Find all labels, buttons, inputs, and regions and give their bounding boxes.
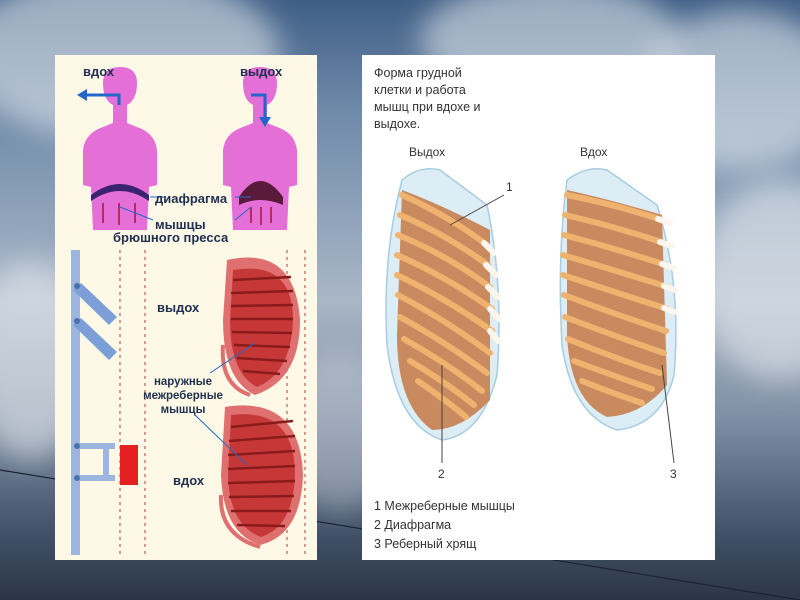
ribcage-inhale: [218, 405, 303, 549]
legend-item: 2 Диафрагма: [374, 518, 452, 532]
label-abdominal-muscles-line1: мышцы: [155, 217, 206, 232]
label-external-intercostal-line1: наружные: [153, 376, 213, 388]
title-line: выдохе.: [374, 117, 421, 131]
chest-shape-panel: Форма грудной клетки и работа мышц при в…: [362, 55, 715, 560]
legend-item: 1 Межреберные мышцы: [374, 499, 515, 513]
label-exhale: Выдох: [409, 145, 446, 159]
label-inhale: Вдох: [580, 145, 608, 159]
ribcage-inhale-illustration: [559, 168, 678, 431]
label-diaphragm: диафрагма: [155, 191, 228, 206]
torso-exhale-figure: [223, 67, 297, 230]
label-abdominal-muscles-line2: брюшного пресса: [113, 230, 229, 245]
label-exhale-mid: выдох: [157, 300, 200, 315]
legend: 1 Межреберные мышцы 2 Диафрагма 3 Реберн…: [374, 497, 515, 554]
title-line: мышц при вдохе и: [374, 100, 481, 114]
label-inhale-bottom: вдох: [173, 473, 205, 488]
callout-1: 1: [506, 180, 513, 194]
rib-lever-model-inhale: [73, 443, 138, 485]
callout-3: 3: [670, 467, 677, 481]
ribcage-exhale-illustration: [385, 168, 502, 441]
rib-lever-model-exhale: [71, 250, 117, 555]
legend-item: 3 Реберный хрящ: [374, 537, 477, 551]
title-line: Форма грудной: [374, 66, 462, 80]
title-line: клетки и работа: [374, 83, 466, 97]
breathing-diagram-panel: вдох выдох диафрагма мышцы брюшного прес…: [55, 55, 317, 560]
label-external-intercostal-line3: мышцы: [160, 404, 206, 416]
ribcage-exhale: [220, 257, 300, 397]
label-exhale-top: выдох: [240, 64, 283, 79]
breathing-illustration: [71, 67, 306, 555]
torso-inhale-figure: [77, 67, 157, 230]
panel-title: Форма грудной клетки и работа мышц при в…: [374, 65, 514, 133]
label-external-intercostal-line2: межреберные: [143, 390, 223, 402]
callout-2: 2: [438, 467, 445, 481]
label-inhale-top: вдох: [83, 64, 115, 79]
chest-illustration: [385, 168, 678, 464]
